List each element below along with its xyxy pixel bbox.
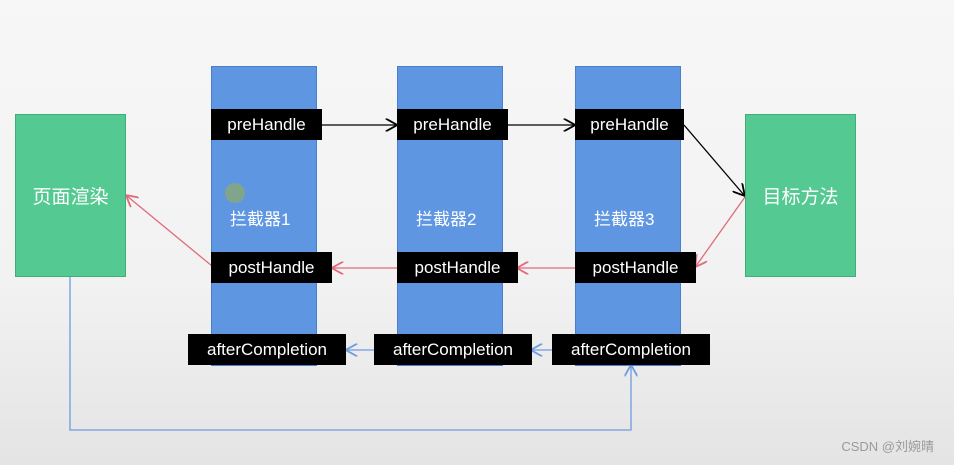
interceptor-3-label: 拦截器3 bbox=[594, 210, 655, 229]
target-method-label: 目标方法 bbox=[762, 187, 839, 208]
interceptor-2-label: 拦截器2 bbox=[416, 210, 477, 229]
watermark: CSDN @刘婉晴 bbox=[841, 439, 934, 454]
aftercompletion-3: afterCompletion bbox=[552, 334, 710, 365]
prehandle-3: preHandle bbox=[575, 109, 684, 140]
aftercompletion-2: afterCompletion bbox=[374, 334, 532, 365]
target-method-node: 目标方法 bbox=[745, 114, 856, 277]
prehandle-1: preHandle bbox=[211, 109, 322, 140]
pre-arrow-3-target bbox=[683, 124, 744, 195]
render-to-after3-arrow bbox=[69, 277, 631, 431]
page-render-node: 页面渲染 bbox=[15, 114, 126, 277]
post-arrow-1-render bbox=[127, 196, 213, 267]
prehandle-2: preHandle bbox=[397, 109, 508, 140]
mouse-cursor-highlight bbox=[225, 183, 245, 203]
posthandle-2: postHandle bbox=[397, 252, 518, 283]
page-render-label: 页面渲染 bbox=[32, 187, 109, 208]
posthandle-3: postHandle bbox=[575, 252, 696, 283]
interceptor-1-label: 拦截器1 bbox=[230, 210, 291, 229]
aftercompletion-1: afterCompletion bbox=[188, 334, 346, 365]
posthandle-1: postHandle bbox=[211, 252, 332, 283]
post-arrow-target-3 bbox=[696, 196, 746, 266]
